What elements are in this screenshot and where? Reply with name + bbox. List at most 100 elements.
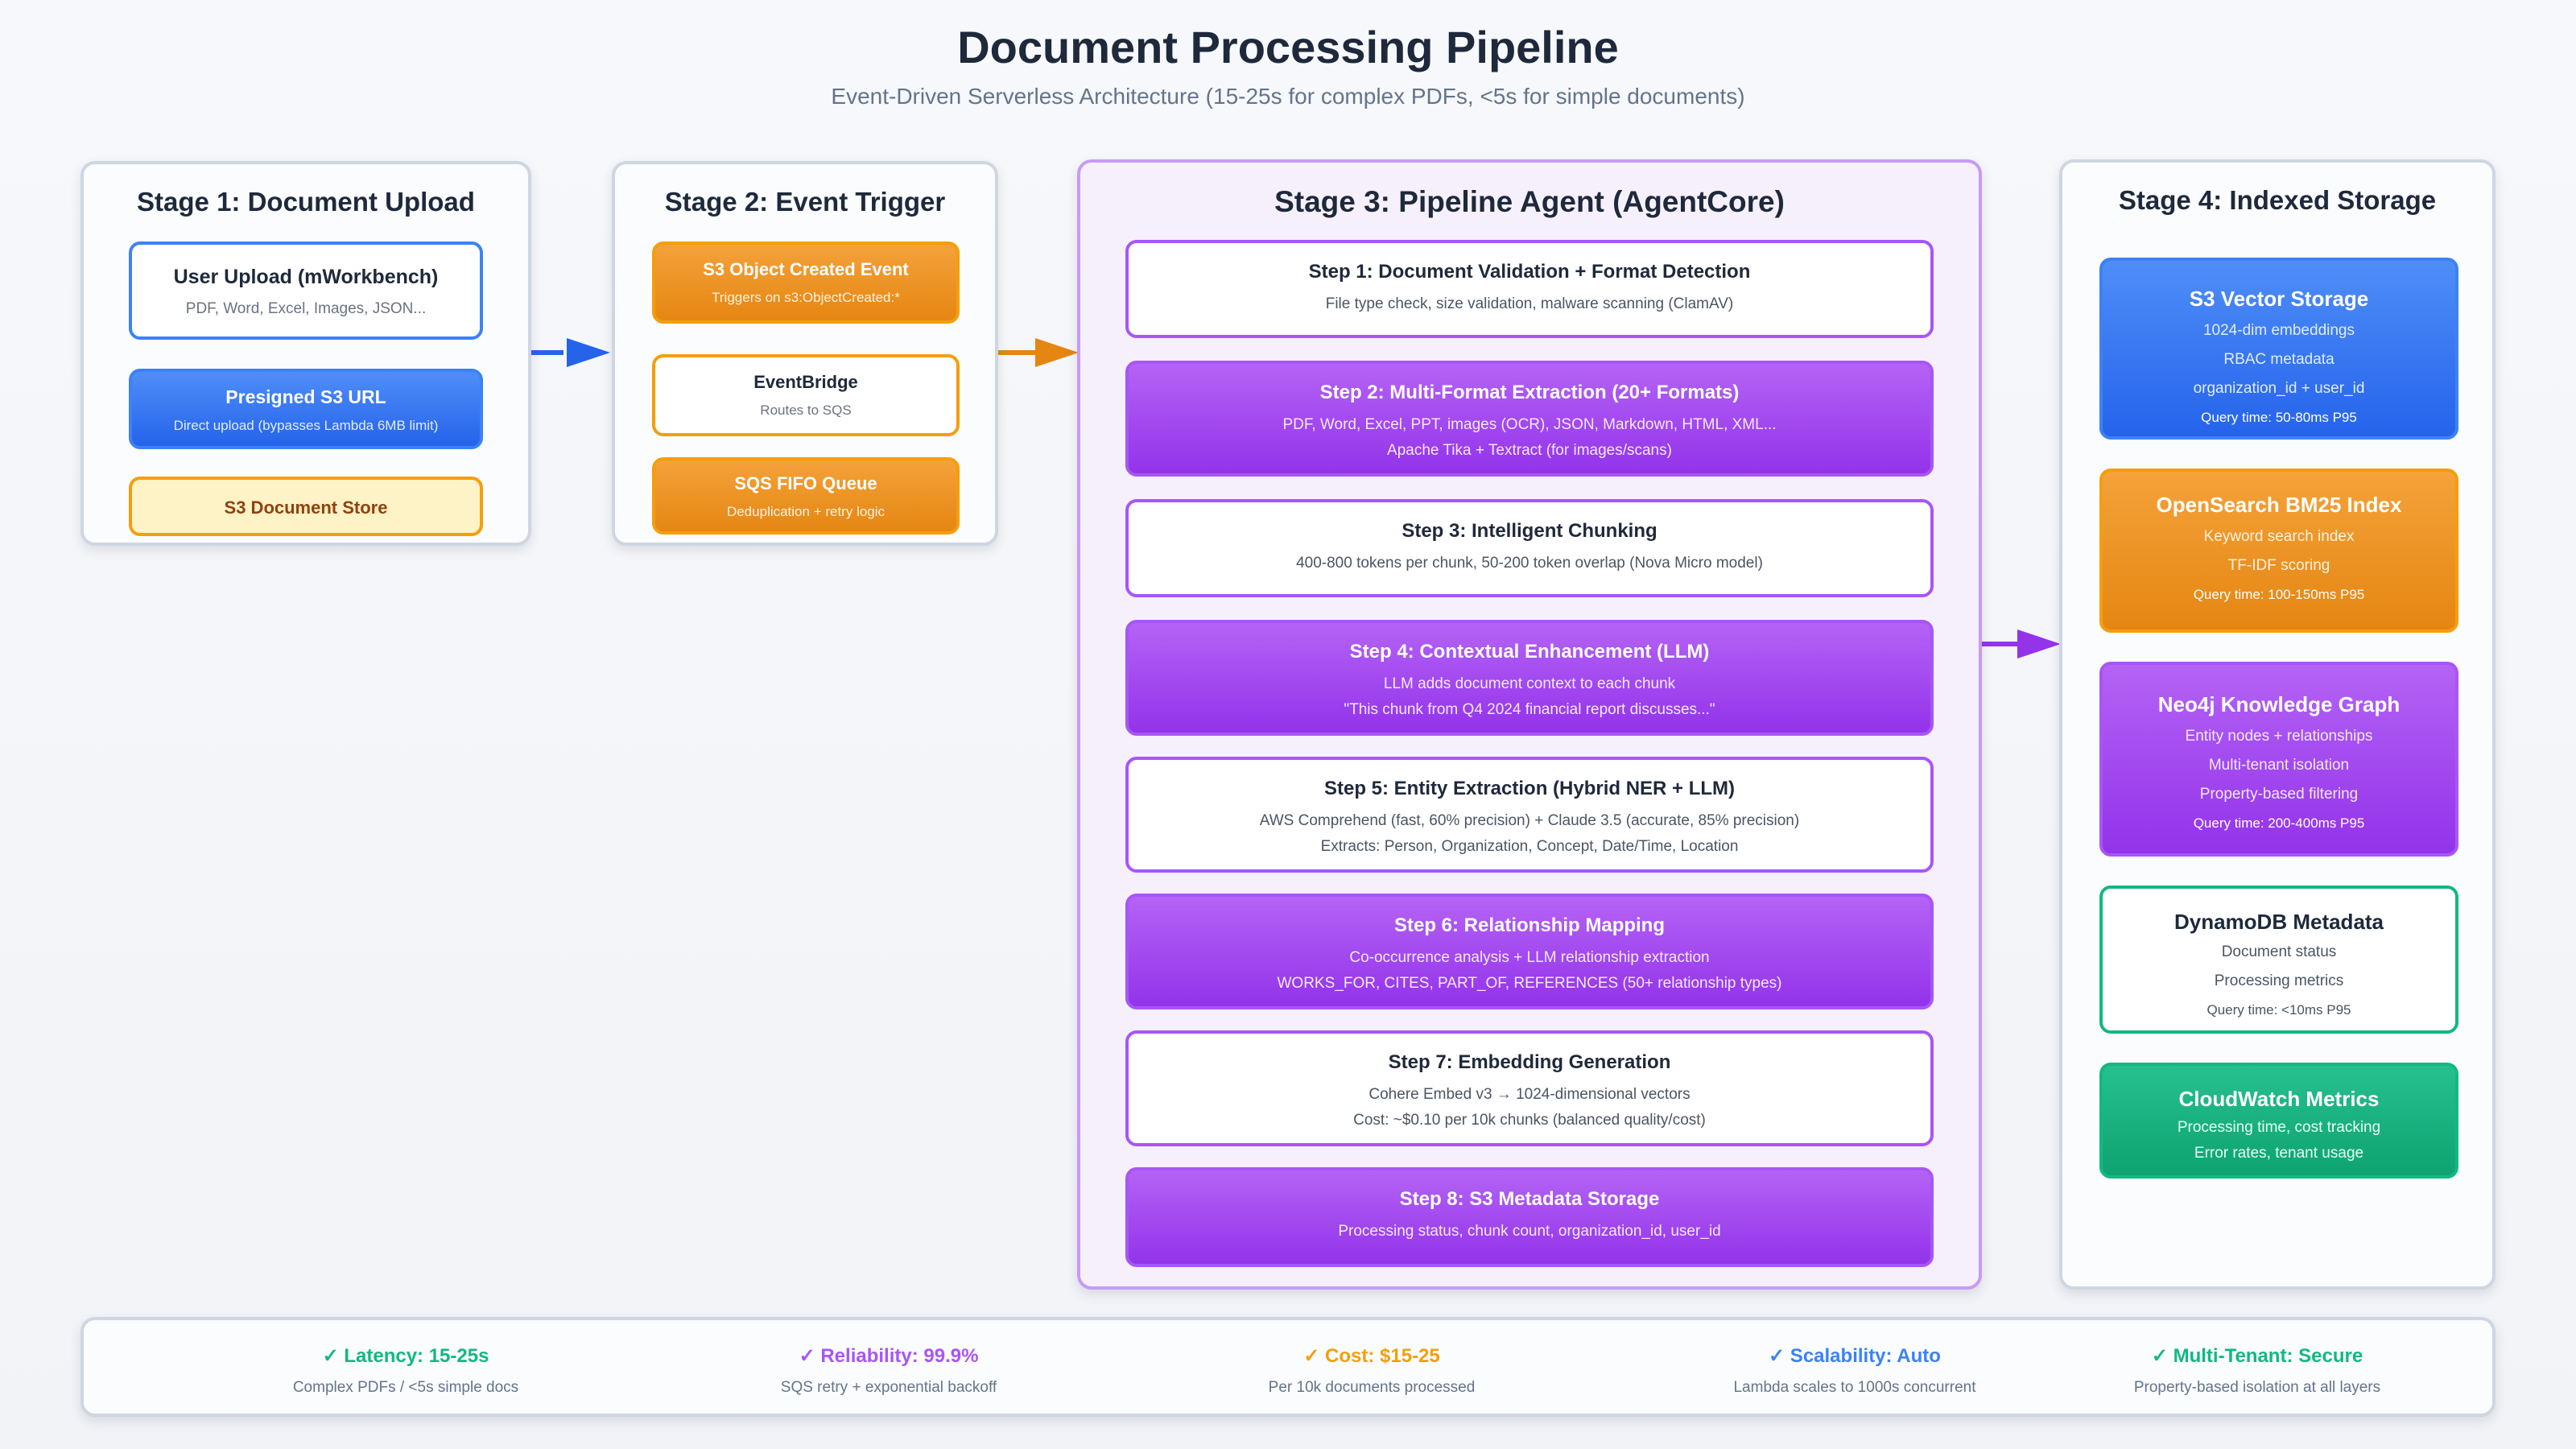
step-title: Step 2: Multi-Format Extraction (20+ For…	[1319, 382, 1740, 403]
step-line: "This chunk from Q4 2024 financial repor…	[1344, 701, 1715, 718]
opensearch-line: TF-IDF scoring	[2227, 557, 2330, 574]
metric-latency: ✓ Latency: 15-25s Complex PDFs / <5s sim…	[180, 1344, 631, 1397]
presigned-url-desc: Direct upload (bypasses Lambda 6MB limit…	[173, 418, 439, 433]
eventbridge-title: EventBridge	[753, 372, 858, 392]
step-title: Step 7: Embedding Generation	[1388, 1051, 1671, 1073]
neo4j-query-time: Query time: 200-400ms P95	[2193, 815, 2365, 831]
stage4-title: Stage 4: Indexed Storage	[2118, 185, 2437, 215]
user-upload-box: User Upload (mWorkbench) PDF, Word, Exce…	[129, 242, 483, 340]
stage2-title: Stage 2: Event Trigger	[664, 187, 946, 217]
pipeline-step: Step 7: Embedding Generation Cohere Embe…	[1125, 1030, 1934, 1146]
step-title: Step 1: Document Validation + Format Det…	[1308, 261, 1751, 283]
user-upload-desc: PDF, Word, Excel, Images, JSON...	[185, 300, 427, 317]
diagram-subtitle: Event-Driven Serverless Architecture (15…	[831, 84, 1745, 109]
sqs-fifo-desc: Deduplication + retry logic	[726, 504, 886, 519]
neo4j-title: Neo4j Knowledge Graph	[2157, 692, 2401, 716]
dynamodb-line: Document status	[2221, 943, 2337, 960]
opensearch-box: OpenSearch BM25 Index Keyword search ind…	[2099, 469, 2458, 633]
arrow-head-stage2-to-stage3	[1035, 338, 1079, 367]
neo4j-line: Multi-tenant isolation	[2208, 757, 2350, 774]
dynamodb-title: DynamoDB Metadata	[2174, 910, 2384, 934]
step-title: Step 4: Contextual Enhancement (LLM)	[1349, 641, 1710, 663]
metric-desc: Per 10k documents processed	[1268, 1379, 1476, 1396]
diagram-title: Document Processing Pipeline	[957, 22, 1619, 72]
pipeline-step: Step 6: Relationship Mapping Co-occurren…	[1125, 894, 1934, 1009]
s3-vector-storage-box: S3 Vector Storage 1024-dim embeddings RB…	[2099, 258, 2458, 440]
pipeline-step: Step 1: Document Validation + Format Det…	[1125, 240, 1934, 338]
pipeline-step: Step 4: Contextual Enhancement (LLM) LLM…	[1125, 620, 1934, 736]
dynamodb-line: Processing metrics	[2214, 972, 2344, 989]
step-line: Co-occurrence analysis + LLM relationshi…	[1349, 949, 1710, 966]
metric-desc: Property-based isolation at all layers	[2133, 1379, 2381, 1396]
metric-title: ✓ Scalability: Auto	[1769, 1345, 1941, 1367]
metric-title: ✓ Multi-Tenant: Secure	[2151, 1345, 2363, 1367]
step-title: Step 3: Intelligent Chunking	[1402, 520, 1657, 542]
stage3-panel: Stage 3: Pipeline Agent (AgentCore) Step…	[1077, 159, 1982, 1290]
metric-desc: SQS retry + exponential backoff	[780, 1379, 997, 1396]
metric-reliability: ✓ Reliability: 99.9% SQS retry + exponen…	[663, 1344, 1114, 1397]
metric-desc: Complex PDFs / <5s simple docs	[292, 1379, 519, 1396]
s3-event-title: S3 Object Created Event	[703, 259, 909, 279]
cloudwatch-line: Error rates, tenant usage	[2194, 1145, 2364, 1162]
neo4j-line: Property-based filtering	[2199, 786, 2359, 803]
eventbridge-box: EventBridge Routes to SQS	[652, 354, 960, 436]
cloudwatch-title: CloudWatch Metrics	[2178, 1087, 2380, 1111]
metric-cost: ✓ Cost: $15-25 Per 10k documents process…	[1146, 1344, 1597, 1397]
step-line: Processing status, chunk count, organiza…	[1338, 1223, 1721, 1240]
s3-vector-storage-line: RBAC metadata	[2223, 351, 2334, 368]
s3-document-store-title: S3 Document Store	[224, 497, 388, 518]
step-title: Step 8: S3 Metadata Storage	[1399, 1188, 1660, 1210]
step-title: Step 5: Entity Extraction (Hybrid NER + …	[1323, 778, 1736, 799]
eventbridge-desc: Routes to SQS	[760, 402, 852, 418]
s3-document-store-box: S3 Document Store	[129, 477, 483, 536]
neo4j-line: Entity nodes + relationships	[2185, 728, 2373, 745]
s3-vector-storage-query-time: Query time: 50-80ms P95	[2201, 410, 2357, 425]
stage4-panel: Stage 4: Indexed Storage S3 Vector Stora…	[2059, 159, 2496, 1290]
opensearch-title: OpenSearch BM25 Index	[2156, 493, 2402, 517]
user-upload-title: User Upload (mWorkbench)	[173, 266, 439, 288]
sqs-fifo-title: SQS FIFO Queue	[734, 473, 877, 493]
step-line: File type check, size validation, malwar…	[1325, 295, 1734, 312]
pipeline-step: Step 3: Intelligent Chunking 400-800 tok…	[1125, 499, 1934, 597]
s3-vector-storage-line: 1024-dim embeddings	[2202, 322, 2355, 339]
arrow-head-stage3-to-stage4	[2017, 630, 2061, 658]
metric-desc: Lambda scales to 1000s concurrent	[1733, 1379, 1976, 1396]
metric-title: ✓ Cost: $15-25	[1303, 1345, 1440, 1367]
step-line: Cost: ~$0.10 per 10k chunks (balanced qu…	[1353, 1112, 1706, 1129]
arrow-head-stage1-to-stage2	[567, 338, 610, 367]
neo4j-box: Neo4j Knowledge Graph Entity nodes + rel…	[2099, 662, 2458, 857]
step-line: AWS Comprehend (fast, 60% precision) + C…	[1259, 812, 1800, 829]
opensearch-line: Keyword search index	[2203, 528, 2355, 545]
s3-event-box: S3 Object Created Event Triggers on s3:O…	[652, 242, 960, 324]
pipeline-step: Step 2: Multi-Format Extraction (20+ For…	[1125, 361, 1934, 477]
metric-title: ✓ Latency: 15-25s	[322, 1345, 489, 1367]
summary-bar: ✓ Latency: 15-25s Complex PDFs / <5s sim…	[80, 1317, 2496, 1417]
sqs-fifo-box: SQS FIFO Queue Deduplication + retry log…	[652, 457, 960, 535]
step-line: LLM adds document context to each chunk	[1383, 675, 1676, 692]
cloudwatch-box: CloudWatch Metrics Processing time, cost…	[2099, 1063, 2458, 1179]
metric-scalability: ✓ Scalability: Auto Lambda scales to 100…	[1629, 1344, 2080, 1397]
stage1-title: Stage 1: Document Upload	[137, 187, 475, 217]
step-line: WORKS_FOR, CITES, PART_OF, REFERENCES (5…	[1277, 975, 1782, 992]
s3-vector-storage-title: S3 Vector Storage	[2189, 287, 2369, 311]
presigned-url-title: Presigned S3 URL	[225, 386, 386, 407]
metric-multitenant: ✓ Multi-Tenant: Secure Property-based is…	[2032, 1344, 2483, 1397]
step-line: Cohere Embed v3 → 1024-dimensional vecto…	[1368, 1086, 1690, 1103]
dynamodb-box: DynamoDB Metadata Document status Proces…	[2099, 886, 2458, 1034]
opensearch-query-time: Query time: 100-150ms P95	[2193, 587, 2365, 602]
step-title: Step 6: Relationship Mapping	[1393, 914, 1665, 936]
s3-vector-storage-line: organization_id + user_id	[2193, 380, 2365, 397]
pipeline-step: Step 5: Entity Extraction (Hybrid NER + …	[1125, 757, 1934, 873]
step-line: 400-800 tokens per chunk, 50-200 token o…	[1296, 555, 1763, 572]
cloudwatch-line: Processing time, cost tracking	[2177, 1119, 2381, 1136]
stage2-panel: Stage 2: Event Trigger S3 Object Created…	[612, 161, 998, 546]
pipeline-step: Step 8: S3 Metadata Storage Processing s…	[1125, 1167, 1934, 1267]
step-line: Extracts: Person, Organization, Concept,…	[1320, 838, 1739, 855]
step-line: PDF, Word, Excel, PPT, images (OCR), JSO…	[1282, 416, 1777, 433]
step-line: Apache Tika + Textract (for images/scans…	[1387, 442, 1672, 459]
dynamodb-query-time: Query time: <10ms P95	[2207, 1002, 2351, 1018]
s3-event-desc: Triggers on s3:ObjectCreated:*	[712, 290, 900, 305]
presigned-url-box: Presigned S3 URL Direct upload (bypasses…	[129, 369, 483, 449]
stage1-panel: Stage 1: Document Upload User Upload (mW…	[80, 161, 531, 546]
